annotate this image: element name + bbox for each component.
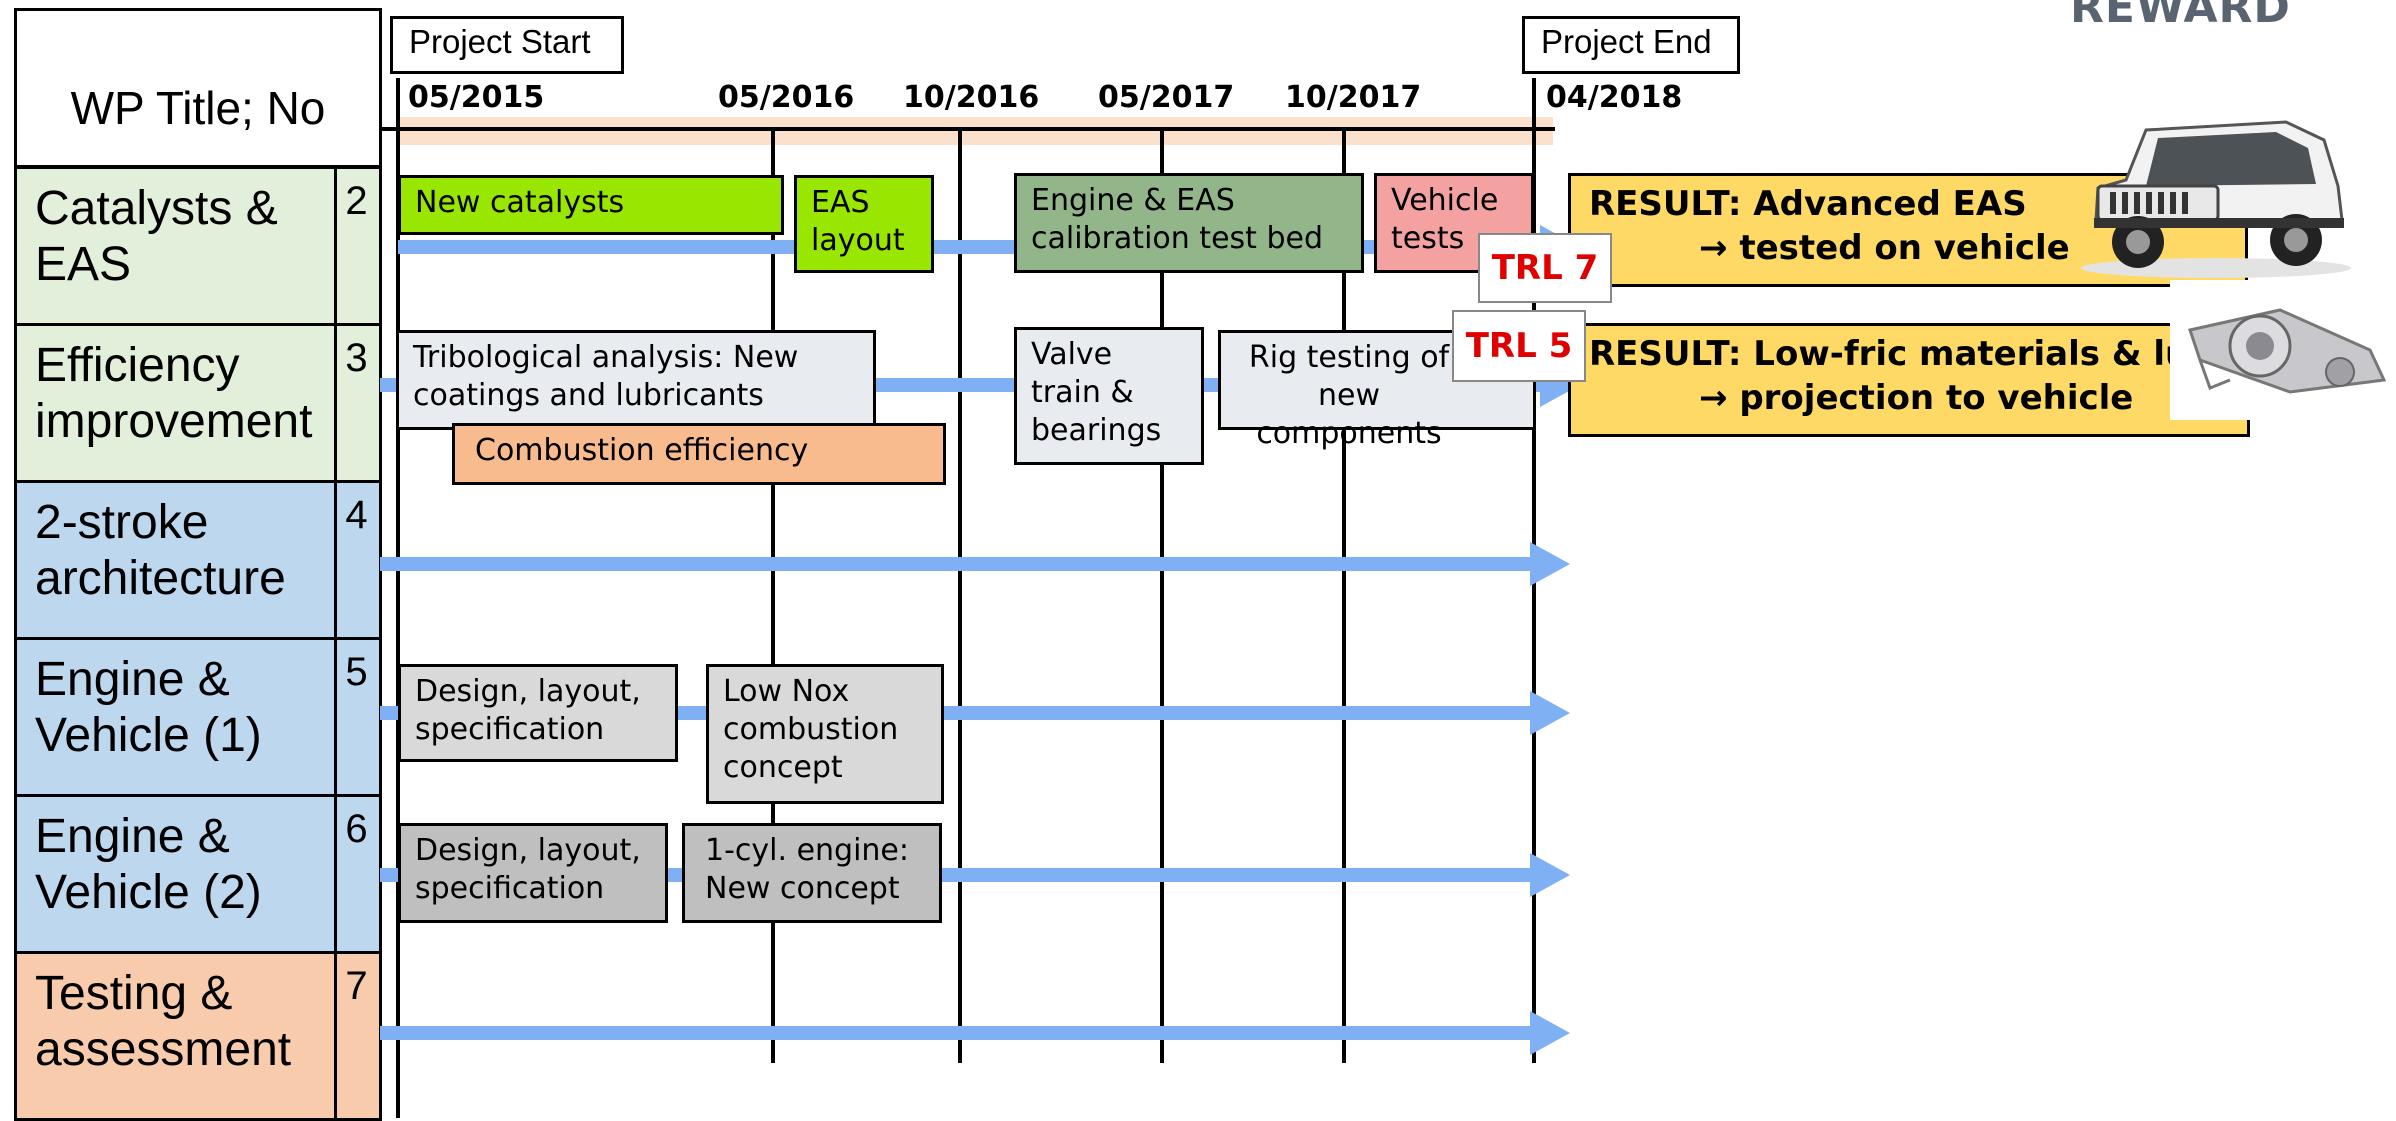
wp7-timeline-arrowhead (1530, 1011, 1570, 1055)
result-line: → projection to vehicle (1699, 378, 2134, 418)
date-label: 05/2016 (718, 80, 855, 115)
task-one-cyl-engine: 1-cyl. engine: New concept (682, 823, 942, 923)
task-combustion-efficiency: Combustion efficiency (452, 423, 946, 485)
wp-row-2: Catalysts & EAS 2 (14, 166, 382, 326)
result-line: → tested on vehicle (1699, 228, 2070, 268)
date-label: 04/2018 (1546, 80, 1683, 115)
wp-number: 4 (345, 493, 368, 537)
wp-header-title: WP Title; No (70, 82, 326, 134)
date-label: 10/2016 (903, 80, 1040, 115)
wp-row-6: Engine & Vehicle (2) 6 (14, 794, 382, 954)
task-new-catalysts: New catalysts (398, 175, 784, 235)
task-design-layout-1: Design, layout, specification (398, 664, 678, 762)
result-low-fric: RESULT: Low-fric materials & lubric → pr… (1568, 323, 2250, 437)
wp-number: 3 (345, 336, 368, 380)
wp4-timeline-bar (380, 557, 1540, 571)
wp6-timeline-arrowhead (1530, 853, 1570, 897)
component-image (2170, 280, 2396, 420)
wp-number: 6 (345, 807, 368, 851)
wp-title: Testing & assessment (17, 954, 337, 1118)
project-end-flag: Project End (1522, 16, 1740, 74)
trl-5-badge: TRL 5 (1452, 310, 1586, 382)
wp-row-7: Testing & assessment 7 (14, 951, 382, 1121)
date-label: 10/2017 (1285, 80, 1422, 115)
wp7-timeline-bar (380, 1026, 1540, 1040)
line-05-2017 (1160, 128, 1164, 1063)
timeline-axis (380, 127, 1555, 131)
date-label: 05/2017 (1098, 80, 1235, 115)
result-line: RESULT: Low-fric materials & lubric (1589, 334, 2250, 374)
wp-row-5: Engine & Vehicle (1) 5 (14, 637, 382, 797)
logo-text: REWARD (2070, 0, 2291, 33)
wp-number: 5 (345, 650, 368, 694)
task-design-layout-2: Design, layout, specification (398, 823, 668, 923)
task-tribological-analysis: Tribological analysis: New coatings and … (396, 330, 876, 430)
task-engine-eas-calibration: Engine & EAS calibration test bed (1014, 173, 1364, 273)
wp-number: 2 (345, 179, 368, 223)
timeline-band (398, 117, 1553, 145)
wp-row-3: Efficiency improvement 3 (14, 323, 382, 483)
wp4-timeline-arrowhead (1530, 542, 1570, 586)
wp-title: 2-stroke architecture (17, 483, 337, 637)
line-05-2016 (771, 128, 775, 1063)
date-label: 05/2015 (408, 80, 545, 115)
vehicle-image (2076, 100, 2356, 280)
wp-row-4: 2-stroke architecture 4 (14, 480, 382, 640)
wp-title: Engine & Vehicle (2) (17, 797, 337, 951)
result-line: RESULT: Advanced EAS (1589, 184, 2027, 224)
wp6-timeline-bar (380, 868, 1540, 882)
line-start (396, 78, 400, 1118)
wp-title: Efficiency improvement (17, 326, 337, 480)
line-10-2016 (958, 128, 962, 1063)
wp5-timeline-arrowhead (1530, 691, 1570, 735)
task-valve-train: Valve train & bearings (1014, 327, 1204, 465)
line-10-2017 (1342, 128, 1346, 1063)
wp-number: 7 (345, 964, 368, 1008)
task-vehicle-tests: Vehicle tests (1374, 173, 1534, 273)
project-start-flag: Project Start (390, 16, 624, 74)
wp-header-cell: WP Title; No (14, 8, 382, 168)
wp-title: Catalysts & EAS (17, 169, 337, 323)
task-eas-layout: EAS layout (794, 175, 934, 273)
task-low-nox: Low Nox combustion concept (706, 664, 944, 804)
trl-7-badge: TRL 7 (1478, 233, 1612, 303)
wp-title: Engine & Vehicle (1) (17, 640, 337, 794)
